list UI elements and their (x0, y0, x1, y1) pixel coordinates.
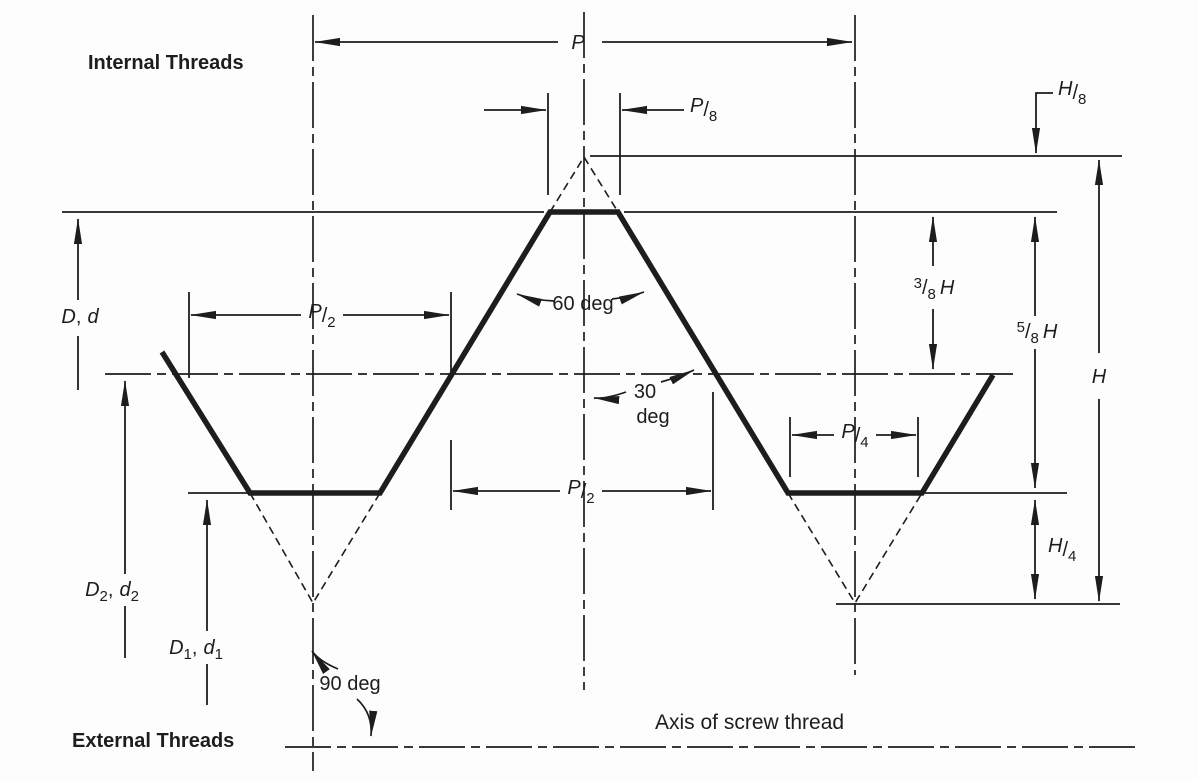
dim-p8: P/8 (484, 95, 717, 125)
annotation-30deg: 30 deg (593, 369, 695, 428)
label-p4: P/4 (841, 421, 868, 451)
crest-sharp-v-dashed (549, 155, 619, 213)
label-h: H (1092, 366, 1107, 388)
label-30: 30 (634, 381, 656, 403)
label-d-d: D,d (61, 306, 99, 328)
external-threads-title: External Threads (72, 730, 234, 752)
30deg-flank-leader-arrow (660, 369, 695, 385)
90deg-centerline-leader-arrow (311, 650, 339, 674)
90deg-axis-leader-arrow (356, 698, 378, 737)
annotation-60deg: 60 deg (516, 291, 645, 315)
dim-h8: H/8 (1031, 78, 1086, 154)
centerlines (105, 12, 1137, 771)
thread-profile-outline (159, 209, 996, 496)
dim-h4: H/4 (1030, 499, 1076, 600)
label-h4: H/4 (1048, 535, 1076, 565)
label-p8: P/8 (690, 95, 717, 125)
dim-h: H (1092, 159, 1107, 602)
dim-major-diameter: D,d (61, 218, 99, 390)
internal-threads-title: Internal Threads (88, 52, 244, 74)
dim-minor-diameter: D1,d1 (169, 499, 223, 705)
label-30-deg: deg (636, 406, 669, 428)
label-h8: H/8 (1058, 78, 1086, 108)
dim-pitch-diameter: D2,d2 (85, 380, 139, 658)
annotation-90deg: 90 deg (311, 650, 381, 737)
label-90deg: 90 deg (319, 673, 380, 695)
extension-ticks (188, 93, 919, 510)
dim-p4: P/4 (791, 421, 917, 451)
label-p2-lower: P/2 (567, 477, 594, 507)
left-root-sharp-v-dashed (249, 492, 381, 605)
60deg-left-leader-arrow (516, 293, 555, 307)
dim-p2-lower: P/2 (452, 477, 712, 507)
60deg-right-leader-arrow (611, 291, 645, 305)
axis-of-screw-thread-label: Axis of screw thread (655, 711, 844, 734)
thread-profile (159, 209, 996, 496)
dim-p2-upper: P/2 (190, 301, 450, 331)
right-root-sharp-v-dashed (787, 492, 923, 605)
reference-lines (62, 155, 1122, 605)
label-p2-upper: P/2 (308, 301, 335, 331)
label-d1-d1: D1,d1 (169, 637, 223, 663)
titles: Internal Threads External Threads Axis o… (72, 52, 844, 752)
label-60deg: 60 deg (552, 293, 613, 315)
label-p: P (571, 32, 585, 54)
h8-corner-arrow (1031, 92, 1053, 154)
dim-pitch-p: P (314, 32, 853, 54)
label-d2-d2: D2,d2 (85, 579, 139, 605)
30deg-centerline-leader-arrow (593, 391, 627, 405)
sharp-v-extensions (249, 155, 923, 605)
